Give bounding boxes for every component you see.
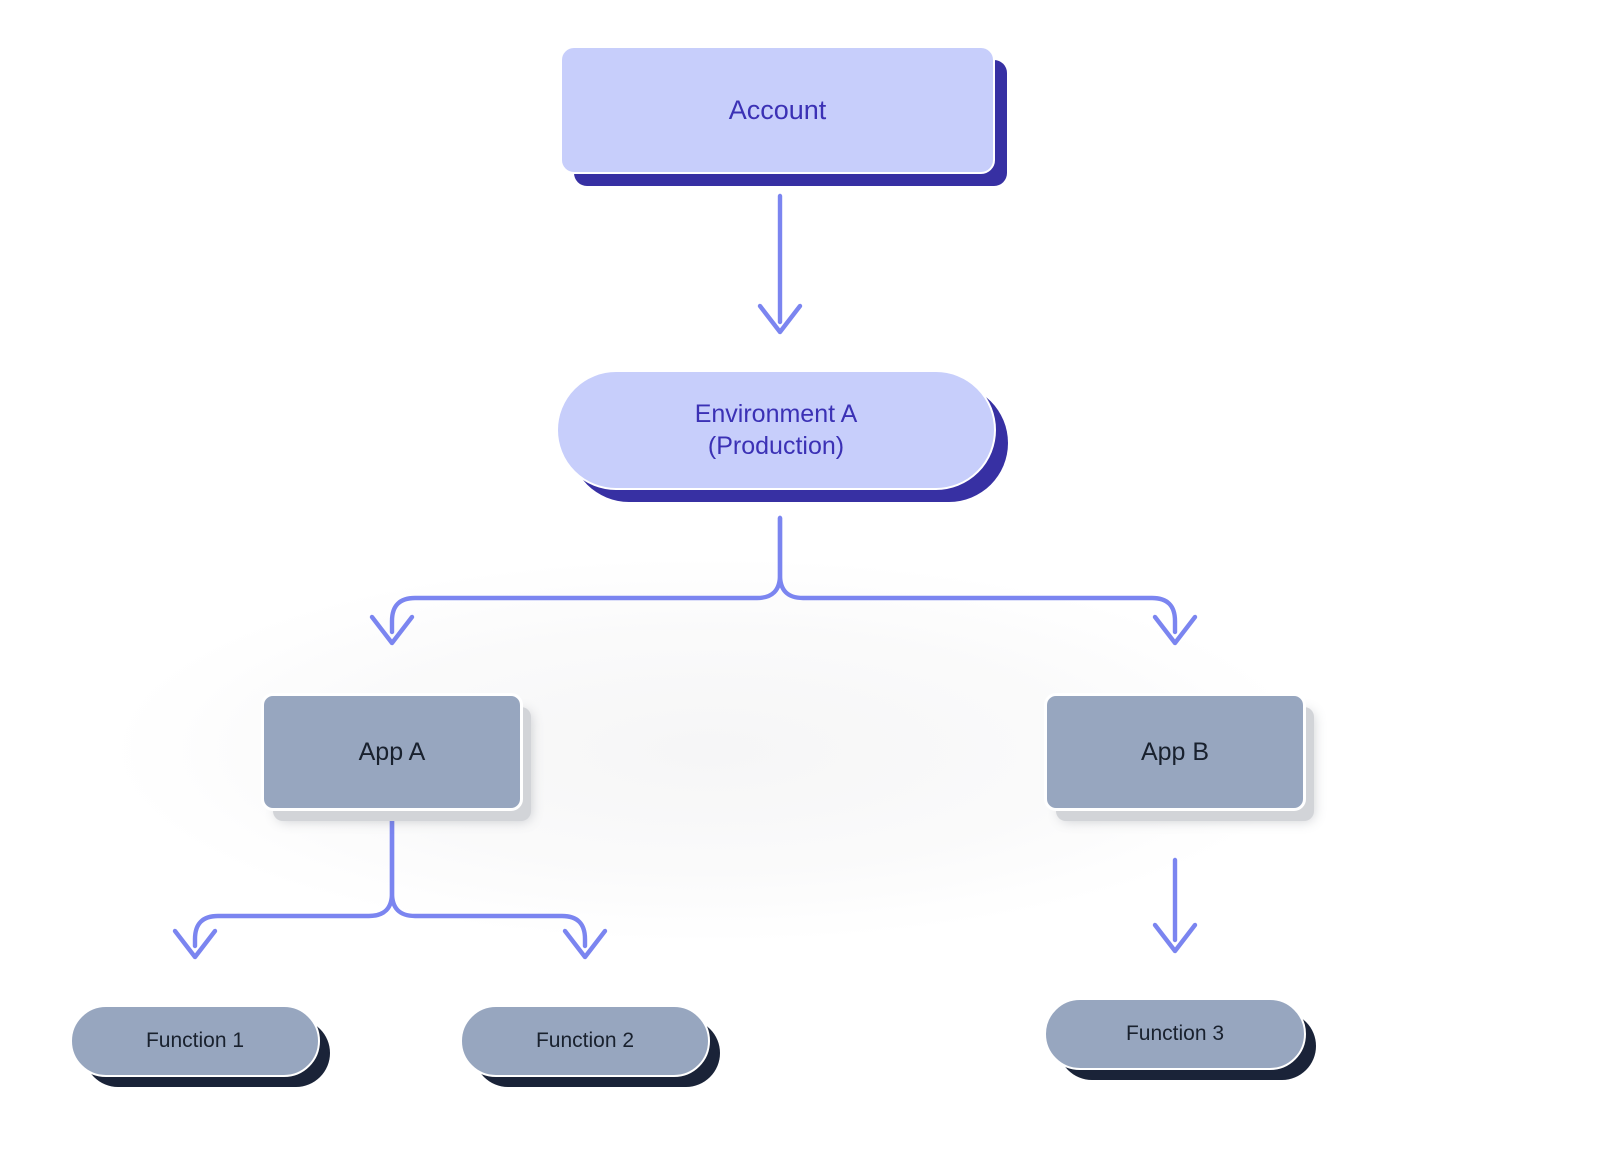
node-function-1[interactable]: Function 1: [70, 1005, 320, 1077]
edge-app-a-to-function-2: [389, 809, 608, 960]
node-function-2-label: Function 2: [535, 1028, 635, 1052]
edge-account-to-environment: [757, 193, 803, 335]
edge-app-b-to-function-3: [1152, 857, 1198, 954]
edge-environment-to-app-b: [777, 515, 1198, 646]
node-account-label: Account: [728, 94, 827, 125]
edge-environment-to-app-a: [369, 515, 783, 646]
edge-app-a-to-function-1: [172, 809, 395, 960]
node-app-b-label: App B: [1140, 738, 1210, 766]
node-account[interactable]: Account: [560, 46, 995, 174]
node-function-1-label: Function 1: [145, 1028, 245, 1052]
node-function-3[interactable]: Function 3: [1044, 998, 1306, 1070]
node-app-a[interactable]: App A: [261, 693, 523, 811]
node-environment-a[interactable]: Environment A (Production): [556, 370, 996, 490]
node-function-2[interactable]: Function 2: [460, 1005, 710, 1077]
node-environment-a-label: Environment A (Production): [694, 400, 858, 460]
node-app-a-label: App A: [358, 738, 426, 766]
node-app-b[interactable]: App B: [1044, 693, 1306, 811]
node-function-3-label: Function 3: [1125, 1021, 1225, 1045]
